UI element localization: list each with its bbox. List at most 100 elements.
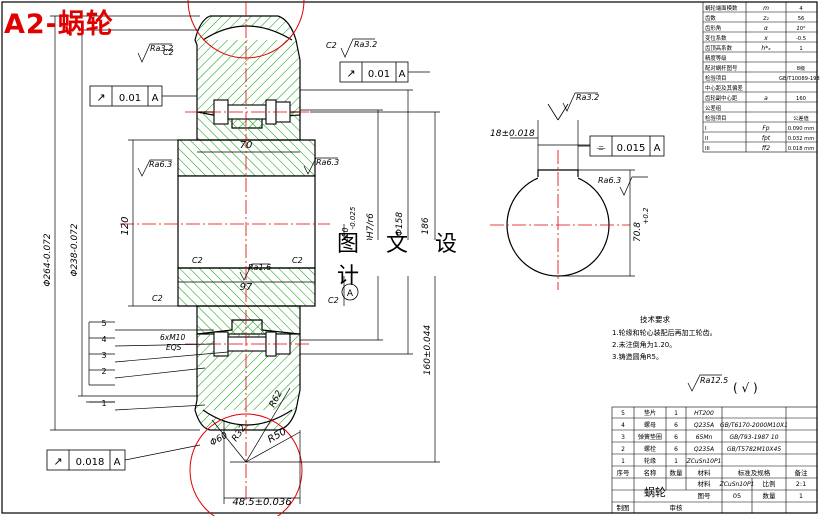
bom-cell: 5	[621, 410, 625, 417]
worm-top	[187, 0, 305, 59]
dim-key70-tol: +0.2	[642, 207, 650, 225]
param-symbol: fpt	[762, 135, 771, 142]
bom-header: 备注	[795, 468, 809, 477]
qty-label: 数量	[763, 491, 777, 500]
part-name: 蜗轮	[644, 485, 666, 499]
fcf2-datum: A	[152, 93, 159, 104]
dim-d60: Φ60	[209, 431, 230, 449]
section-view	[120, 0, 330, 520]
dim-bolt2: EQS	[166, 343, 182, 352]
dim-bolt1: 6xM10	[160, 333, 185, 342]
fcf3-symbol: ↗	[53, 455, 62, 468]
param-table	[702, 1, 818, 153]
fcf1-datum: A	[399, 69, 406, 80]
dim-w97: 97	[240, 282, 253, 293]
fcf4-value: 0.015	[617, 143, 646, 154]
bom-cell: 6	[674, 422, 678, 429]
fcf3-value: 0.018	[76, 457, 105, 468]
param-symbol: a	[764, 95, 768, 102]
hub-lower	[177, 267, 316, 307]
param-value: 160	[796, 96, 806, 102]
notes-heading: 技术要求	[640, 314, 670, 324]
item-number-4: 4	[101, 335, 106, 344]
param-name: 检验项目	[705, 74, 727, 82]
dimension-lines	[50, 15, 440, 504]
notes-item-1: 1.轮缘和轮心装配后再加工轮齿。	[612, 328, 717, 337]
param-value: 56	[798, 16, 805, 22]
chamfer-c2-e: C2	[152, 294, 163, 303]
fcf3-datum: A	[114, 457, 121, 468]
param-value: 0.018 mm	[788, 146, 815, 152]
bom-cell: 1	[674, 458, 678, 465]
param-value: 0.032 mm	[788, 136, 815, 142]
qty-value: 1	[799, 492, 803, 500]
roughness-paren: ( √ )	[733, 381, 758, 395]
bom-cell: GB/T5782M10X45	[727, 446, 781, 453]
bom-cell: 轮缘	[644, 457, 656, 465]
roughness-ra63-a: Ra6.3	[149, 160, 172, 169]
param-value: 0.090 mm	[788, 126, 815, 132]
dim-h120: 120	[120, 216, 131, 235]
bom-cell: 6	[674, 446, 678, 453]
notes-item-3: 3.铸造圆角R5。	[612, 352, 663, 361]
dim-key18: 18±0.018	[490, 129, 535, 139]
fcf4-datum: A	[654, 143, 661, 154]
chamfer-c2-b: C2	[326, 41, 337, 50]
bom-header: 序号	[617, 468, 631, 477]
scale-label: 比例	[763, 479, 776, 488]
dim-d158: Φ158	[395, 212, 405, 237]
chamfer-c2-a: C2	[163, 48, 174, 57]
param-name: 中心距及其偏差	[705, 84, 743, 92]
param-name: 精度等级	[705, 54, 727, 62]
bom-header: 材料	[698, 468, 712, 477]
fcf4-symbol: ⌯	[597, 141, 606, 154]
roughness-ra32-b: Ra3.2	[354, 40, 377, 49]
param-symbol: m	[763, 5, 769, 12]
param-symbol: z₂	[762, 15, 769, 22]
bom-cell: GB/T93-1987 10	[729, 434, 778, 441]
bom-cell: 2	[621, 446, 625, 453]
dim-d264: Φ264-0.072	[43, 233, 53, 287]
keyway-view	[490, 103, 635, 290]
param-name: 配对蜗杆图号	[705, 64, 738, 72]
param-name: 蜗轮端面模数	[705, 4, 738, 12]
roughness-ra125: Ra12.5	[700, 376, 728, 385]
roughness-ra63-c: Ra6.3	[598, 176, 621, 185]
bom-cell: ZCuSn10P1	[686, 458, 722, 465]
param-name: 变位系数	[705, 34, 727, 42]
param-value: 20°	[796, 26, 806, 32]
material-value: ZCuSn10P1	[719, 481, 755, 488]
datum-letter: A	[347, 289, 354, 299]
notes-item-2: 2.未注倒角为1.20。	[612, 340, 676, 349]
fcf2-value: 0.01	[119, 93, 141, 104]
bom-cell: 螺母	[644, 421, 656, 429]
fcf-symmetry	[578, 135, 665, 157]
param-value: GB/T10089-1988	[779, 76, 820, 82]
roughness-ra32-a: Ra3.2	[150, 44, 173, 53]
param-symbol: α	[764, 25, 768, 32]
fcf2-symbol: ↗	[96, 91, 105, 104]
param-symbol: Fp	[762, 125, 769, 132]
param-name: 齿数	[705, 14, 716, 22]
bom-cell: 3	[621, 434, 625, 441]
chamfer-c2-f: C2	[328, 296, 339, 305]
roughness-ra63-b: Ra6.3	[316, 158, 339, 167]
bom-cell: 弹簧垫圈	[638, 433, 662, 441]
dim-tol025: -0.025	[349, 206, 357, 229]
param-value: 公差值	[793, 114, 809, 122]
datum-a	[341, 283, 359, 301]
param-name: 齿轮副中心距	[705, 94, 738, 102]
item-number-2: 2	[101, 367, 106, 376]
bom-cell: 1	[621, 458, 625, 465]
bom-cell: 1	[674, 410, 678, 417]
dim-d238: Φ238-0.072	[70, 223, 80, 277]
item-number-1: 1	[101, 399, 106, 408]
checker-label: 审核	[670, 503, 684, 512]
bom-cell: Q235A	[694, 446, 714, 453]
drafter-label: 制图	[617, 503, 630, 512]
item-number-5: 5	[101, 319, 106, 328]
param-name: I	[705, 126, 707, 132]
dim-h186: 186	[421, 217, 431, 234]
param-symbol: h*ₐ	[761, 45, 771, 52]
